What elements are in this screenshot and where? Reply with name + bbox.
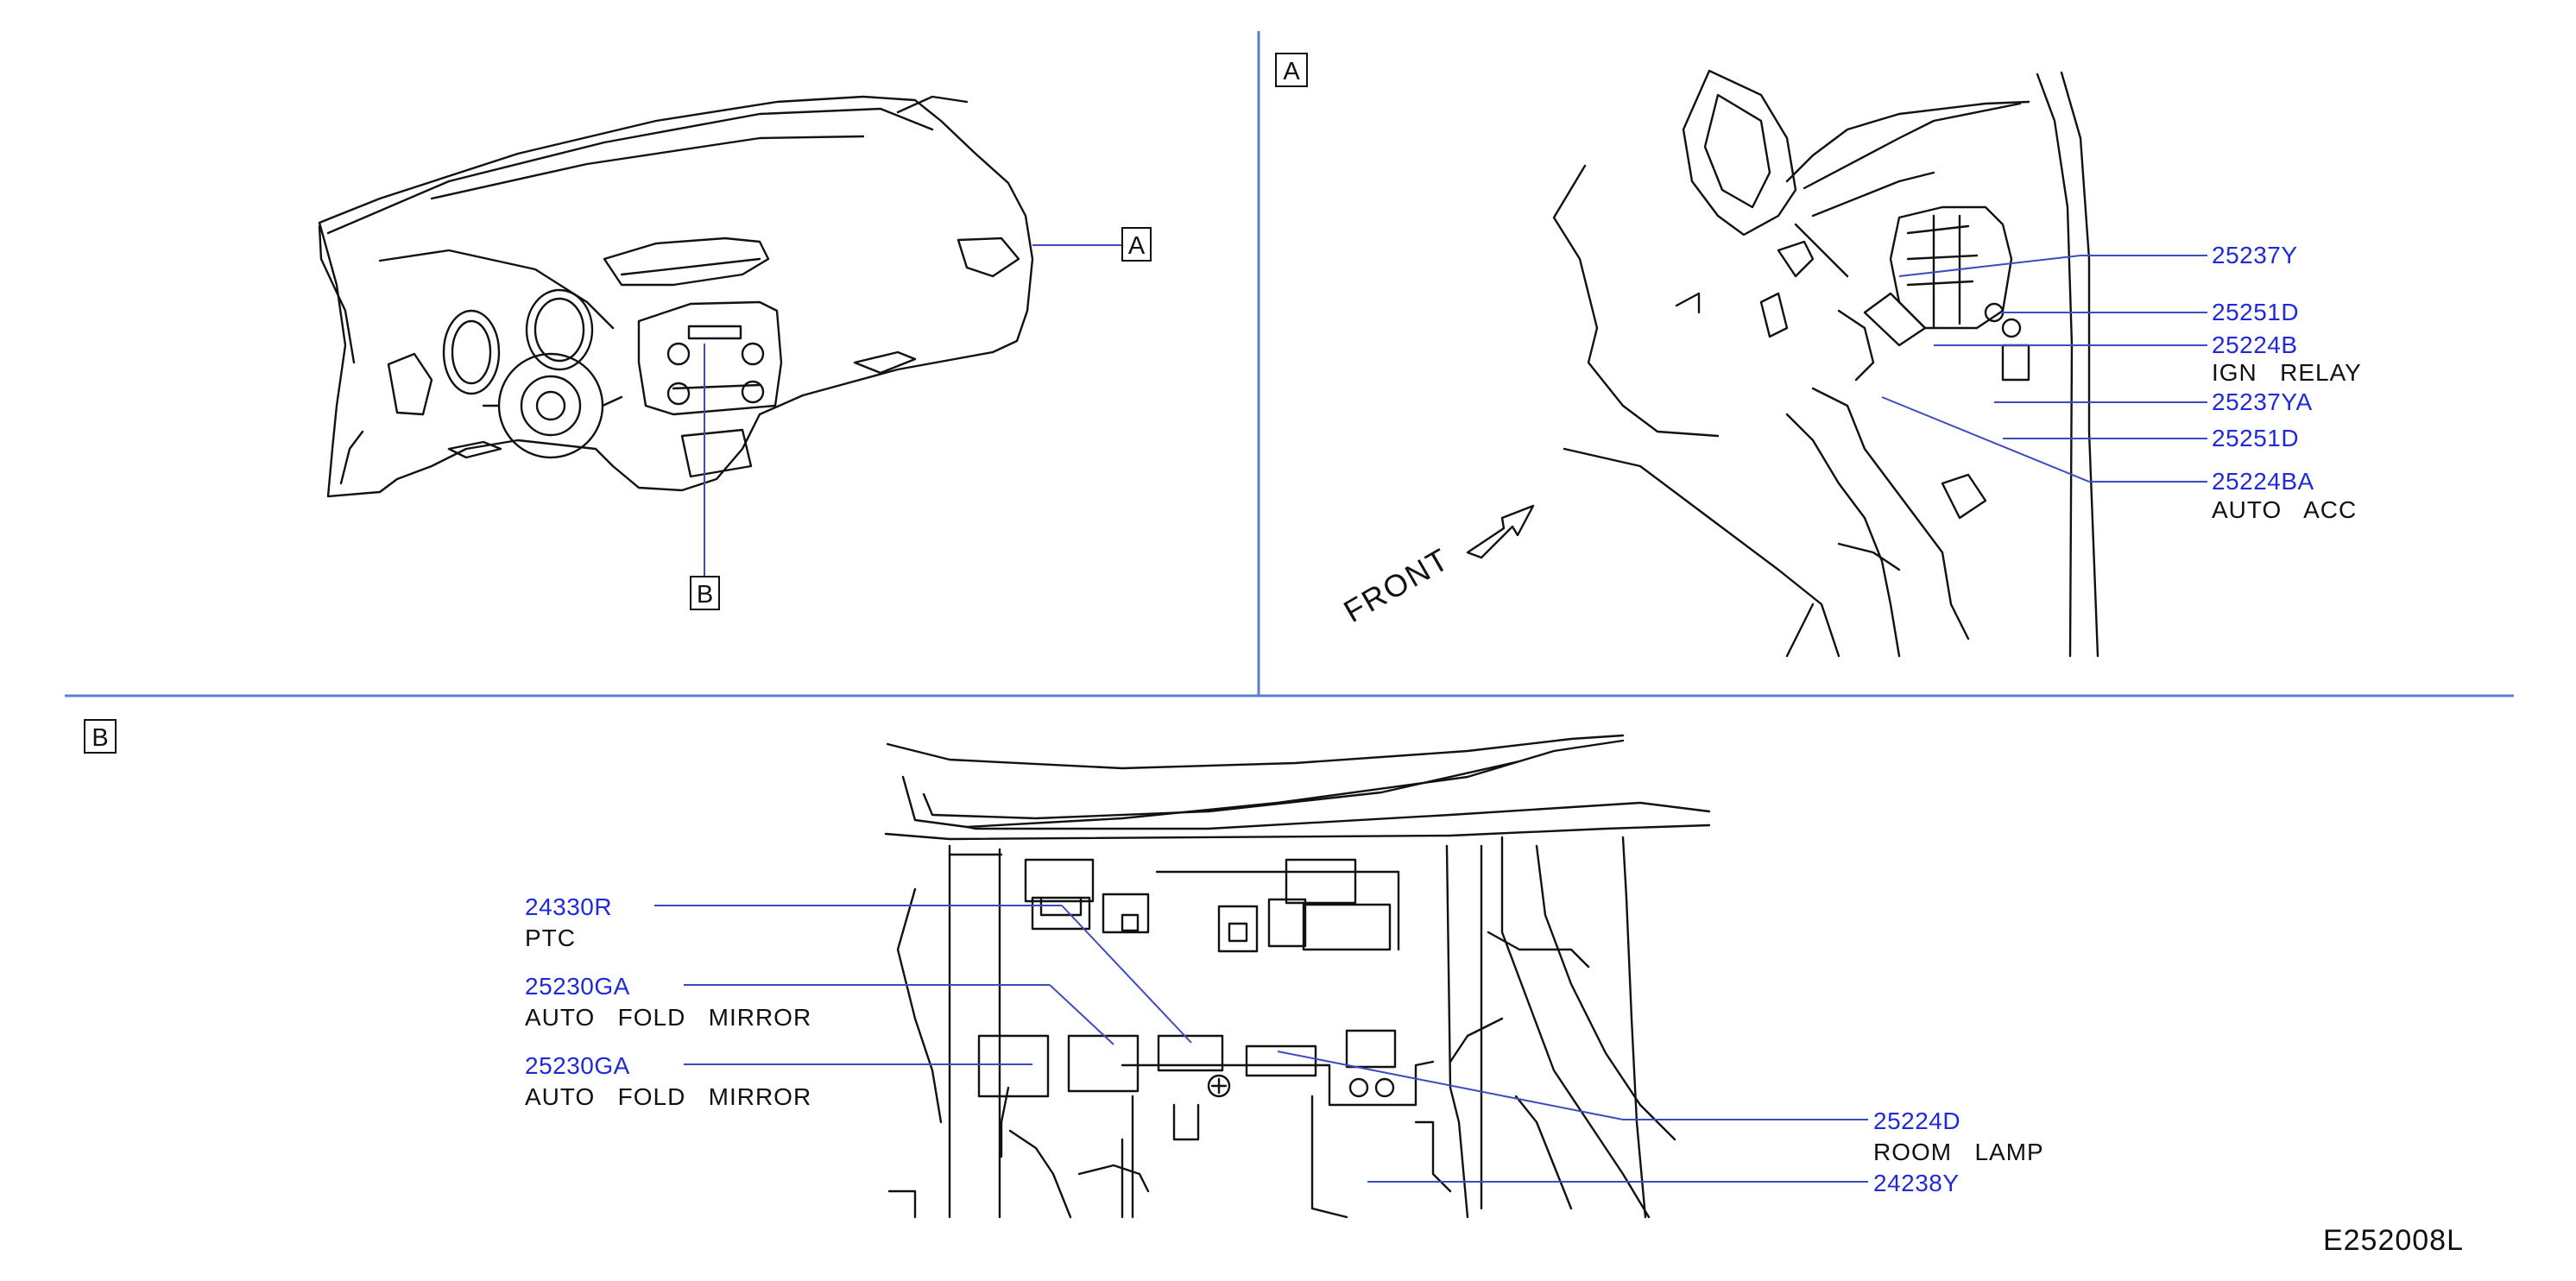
diagram-code: E252008L (2323, 1224, 2464, 1257)
view-a-callouts: 25237Y 25251D 25224B IGN RELAY 25237YA 2… (2212, 242, 2362, 523)
callout-25251d-lower: 25251D (2212, 425, 2299, 451)
callout-25230ga-upper: 25230GA (525, 973, 630, 1000)
callout-24330r: 24330R (525, 893, 612, 920)
view-b-callouts: 24330R PTC 25230GA AUTO FOLD MIRROR 2523… (525, 893, 2044, 1196)
view-label-a: A (1283, 58, 1300, 85)
callout-25224ba: 25224BA (2212, 468, 2314, 495)
callout-25237y: 25237Y (2212, 242, 2298, 268)
view-box-b (84, 719, 117, 754)
callout-25224d-desc: ROOM LAMP (1873, 1139, 2044, 1165)
callout-24238y: 24238Y (1873, 1170, 1960, 1196)
callout-25237ya: 25237YA (2212, 388, 2313, 415)
callout-25251d-upper: 25251D (2212, 299, 2299, 325)
callout-25224ba-desc: AUTO ACC (2212, 496, 2357, 523)
view-box-b-overview (690, 576, 720, 610)
view-box-a (1275, 53, 1308, 87)
callout-25224b: 25224B (2212, 331, 2298, 358)
view-b-drawing (884, 734, 1711, 1219)
view-box-a-overview (1121, 227, 1152, 262)
callout-25230ga-lower: 25230GA (525, 1052, 630, 1079)
front-arrow (1466, 504, 1535, 559)
view-a-drawing (1552, 69, 2099, 658)
callout-24330r-desc: PTC (525, 924, 576, 951)
front-label: FRONT (1338, 540, 1456, 628)
callout-25224d: 25224D (1873, 1107, 1960, 1134)
dashboard-overview-drawing (318, 95, 1034, 498)
view-label-b: B (92, 724, 108, 752)
view-label-a-overview: A (1128, 232, 1146, 260)
callout-25230ga-upper-desc: AUTO FOLD MIRROR (525, 1004, 811, 1031)
callout-25230ga-lower-desc: AUTO FOLD MIRROR (525, 1083, 811, 1110)
callout-25224b-desc: IGN RELAY (2212, 359, 2362, 386)
view-a-leaders (1881, 255, 2207, 483)
view-b-leaders (654, 905, 1868, 1183)
view-label-b-overview: B (697, 581, 713, 609)
